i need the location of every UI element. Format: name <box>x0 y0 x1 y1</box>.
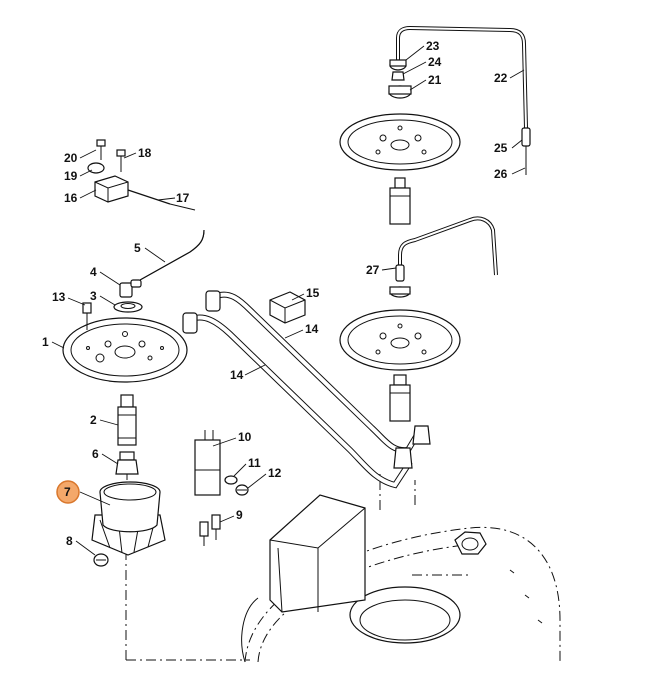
fitting-25 <box>521 127 531 175</box>
fitting-24 <box>391 71 405 81</box>
tank-nut <box>454 531 487 555</box>
burner-plate-1 <box>62 317 188 383</box>
screw-20 <box>96 139 106 160</box>
callout-16[interactable]: 16 <box>64 191 78 205</box>
callout-24[interactable]: 24 <box>428 55 442 69</box>
callout-21[interactable]: 21 <box>428 73 442 87</box>
callout-14-upper[interactable]: 14 <box>305 322 319 336</box>
clip-15 <box>269 291 306 324</box>
screw-8 <box>93 553 109 567</box>
callout-1[interactable]: 1 <box>42 335 49 349</box>
tube-22 <box>396 25 528 129</box>
callout-6[interactable]: 6 <box>92 447 99 461</box>
leader-lines <box>51 45 526 556</box>
tube-27 <box>395 216 498 282</box>
callout-4[interactable]: 4 <box>90 265 97 279</box>
callout-12[interactable]: 12 <box>268 466 282 480</box>
burner-plate-upper <box>339 113 461 171</box>
burner-plate-lower <box>339 309 461 371</box>
burner-housing-7 <box>91 481 166 556</box>
screw-13 <box>82 302 92 330</box>
callout-20[interactable]: 20 <box>64 151 78 165</box>
callout-3[interactable]: 3 <box>90 289 97 303</box>
thermocouple-17 <box>127 189 196 211</box>
callout-22[interactable]: 22 <box>494 71 508 85</box>
callout-25[interactable]: 25 <box>494 141 508 155</box>
callout-17[interactable]: 17 <box>176 191 190 205</box>
electrode-10 <box>194 430 221 496</box>
callout-23[interactable]: 23 <box>426 39 440 53</box>
highlight-marker-7[interactable] <box>56 480 80 504</box>
clip-19 <box>87 162 105 174</box>
callout-8[interactable]: 8 <box>66 534 73 548</box>
screw-18 <box>116 149 126 172</box>
callout-labels: 1 2 3 4 5 6 7 8 9 10 11 12 13 14 14 15 1… <box>42 39 508 548</box>
tube-5 <box>139 229 205 281</box>
callout-11[interactable]: 11 <box>248 456 261 470</box>
callout-18[interactable]: 18 <box>138 146 152 160</box>
callout-5[interactable]: 5 <box>134 241 141 255</box>
nut-21 <box>388 85 412 99</box>
callout-27[interactable]: 27 <box>366 263 380 277</box>
washer-11 <box>224 475 238 485</box>
callout-10[interactable]: 10 <box>238 430 252 444</box>
callout-26[interactable]: 26 <box>494 167 508 181</box>
fittings-9 <box>199 514 221 546</box>
clip-3 <box>113 301 143 313</box>
callout-15[interactable]: 15 <box>306 286 320 300</box>
callout-9[interactable]: 9 <box>236 508 243 522</box>
nozzle-lower <box>389 374 411 422</box>
callout-2[interactable]: 2 <box>90 413 97 427</box>
callout-19[interactable]: 19 <box>64 169 78 183</box>
callout-14-lower[interactable]: 14 <box>230 368 244 382</box>
callout-13[interactable]: 13 <box>52 290 66 304</box>
bracket-16 <box>94 175 129 203</box>
nut-lower <box>389 286 411 298</box>
tube-14 <box>182 290 431 489</box>
shield-box <box>269 494 366 613</box>
callout-7[interactable]: 7 <box>64 485 71 499</box>
nozzle-upper <box>389 177 411 225</box>
screw-12 <box>235 484 249 496</box>
elbow-fitting-4 <box>119 279 142 298</box>
fitting-6 <box>115 451 139 480</box>
nut-23 <box>389 59 407 71</box>
tank-opening <box>349 586 461 644</box>
nozzle-2 <box>117 394 137 446</box>
tube-5-inner <box>139 229 205 281</box>
